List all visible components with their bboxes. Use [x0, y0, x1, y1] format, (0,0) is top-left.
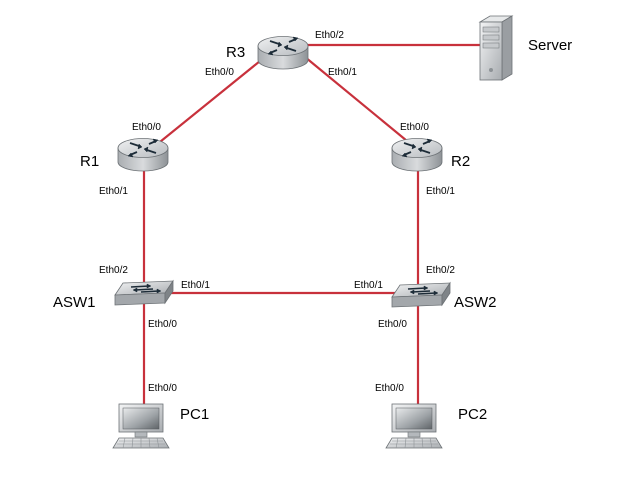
port-label: Eth0/0 — [375, 383, 404, 394]
router-icon[interactable] — [117, 137, 169, 172]
device-label-server: Server — [528, 37, 572, 54]
port-label: Eth0/0 — [378, 319, 407, 330]
switch-icon[interactable] — [391, 282, 451, 308]
port-label: Eth0/2 — [99, 265, 128, 276]
port-label: Eth0/2 — [315, 30, 344, 41]
port-label: Eth0/1 — [354, 280, 383, 291]
device-label-r1: R1 — [80, 153, 99, 170]
pc-icon[interactable] — [112, 403, 170, 449]
port-label: Eth0/1 — [181, 280, 210, 291]
router-icon[interactable] — [391, 137, 443, 172]
device-label-r3: R3 — [226, 44, 245, 61]
port-label: Eth0/0 — [132, 122, 161, 133]
device-label-pc1: PC1 — [180, 406, 209, 423]
port-label: Eth0/0 — [205, 67, 234, 78]
port-label: Eth0/2 — [426, 265, 455, 276]
port-label: Eth0/1 — [426, 186, 455, 197]
pc-icon[interactable] — [385, 403, 443, 449]
port-label: Eth0/1 — [328, 67, 357, 78]
port-label: Eth0/0 — [148, 319, 177, 330]
device-label-asw2: ASW2 — [454, 294, 497, 311]
router-icon[interactable] — [257, 35, 309, 70]
port-label: Eth0/0 — [148, 383, 177, 394]
device-label-pc2: PC2 — [458, 406, 487, 423]
link-r3-r1 — [149, 56, 266, 151]
link-r3-r2 — [304, 56, 419, 151]
port-label: Eth0/1 — [99, 186, 128, 197]
switch-icon[interactable] — [114, 280, 174, 306]
device-label-asw1: ASW1 — [53, 294, 96, 311]
server-icon[interactable] — [479, 15, 513, 81]
device-label-r2: R2 — [451, 153, 470, 170]
port-label: Eth0/0 — [400, 122, 429, 133]
